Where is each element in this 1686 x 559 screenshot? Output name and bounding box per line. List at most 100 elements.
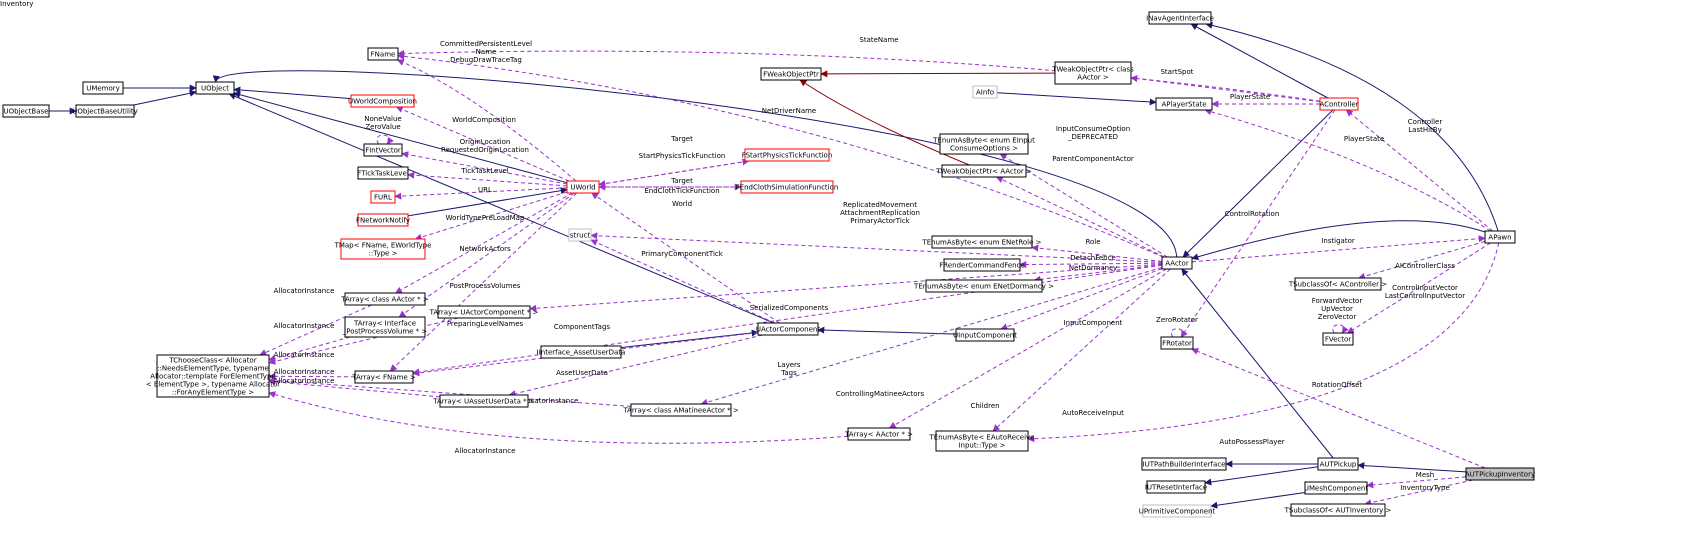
edge-label-line: InputComponent bbox=[1064, 319, 1123, 327]
edge-label: Target bbox=[670, 177, 693, 185]
class-node-IUTPathBuilderInterface[interactable]: IUTPathBuilderInterface bbox=[1141, 457, 1227, 471]
class-node-FRotator[interactable]: FRotator bbox=[1160, 336, 1194, 350]
class-node-FNetworkNotify[interactable]: FNetworkNotify bbox=[356, 213, 410, 227]
class-node-label: IUTPathBuilderInterface bbox=[1143, 461, 1226, 469]
edge-label-line: DetachFence bbox=[1070, 254, 1116, 262]
edge-label-line: AllocatorInstance bbox=[455, 447, 516, 455]
class-node-APawn[interactable]: APawn bbox=[1484, 230, 1516, 244]
class-node-label-line: TWeakObjectPtr< AActor > bbox=[935, 168, 1032, 176]
class-node-box bbox=[354, 370, 414, 384]
class-node-FWeakObjectPtr[interactable]: FWeakObjectPtr bbox=[760, 67, 822, 81]
class-node-TSubclassOfAUTInventory[interactable]: TSubclassOf< AUTInventory > bbox=[1284, 503, 1392, 517]
class-node-label: UInputComponent bbox=[953, 332, 1017, 340]
class-node-FURL[interactable]: FURL bbox=[370, 190, 396, 204]
class-node-label: UObjectBase bbox=[4, 108, 49, 116]
class-node-TEnumNetDormancy[interactable]: TEnumAsByte< enum ENetDormancy > bbox=[913, 279, 1054, 293]
class-node-FEndClothSimulationFunction[interactable]: FEndClothSimulationFunction bbox=[736, 180, 839, 194]
class-node-label-line: UObjectBaseUtility bbox=[72, 108, 138, 116]
class-node-box bbox=[357, 166, 409, 180]
edge-label: StateName bbox=[859, 36, 898, 44]
edge-label-line: ZeroValue bbox=[365, 123, 400, 131]
class-node-label-line: TArray< AActor * > bbox=[844, 431, 913, 439]
class-node-label-line: UMeshComponent bbox=[1304, 485, 1368, 493]
class-node-TChooseClass[interactable]: TChooseClass< Allocator::NeedsElementTyp… bbox=[146, 354, 281, 398]
class-node-UWorldComposition[interactable]: UWorldComposition bbox=[348, 94, 417, 108]
class-node-box bbox=[1141, 457, 1227, 471]
class-node-label-line: TChooseClass< Allocator bbox=[168, 357, 256, 365]
class-node-TArrayClassAActorPtr[interactable]: TArray< class AActor * > bbox=[340, 292, 429, 306]
class-node-struct[interactable]: struct bbox=[568, 228, 592, 242]
class-node-UObjectBase[interactable]: UObjectBase bbox=[2, 104, 50, 118]
class-node-UWorld[interactable]: UWorld bbox=[566, 180, 600, 194]
class-node-TEnumNetRole[interactable]: TEnumAsByte< enum ENetRole > bbox=[921, 235, 1042, 249]
edge-label: ZeroRotator bbox=[1156, 316, 1198, 324]
class-node-UObjectBaseUtility[interactable]: UObjectBaseUtility bbox=[72, 104, 138, 118]
edge-label-line: StateName bbox=[859, 36, 898, 44]
class-node-FName[interactable]: FName bbox=[367, 47, 399, 61]
class-node-FStartPhysicsTickFunction[interactable]: FStartPhysicsTickFunction bbox=[742, 148, 833, 162]
edge-AUTPickupInventory-to-TSubclassOfAUTInventory bbox=[1364, 479, 1474, 507]
edge-label-line: Controller bbox=[1408, 118, 1443, 126]
edge-label: AutoPossessPlayer bbox=[1219, 438, 1284, 446]
edge-label-line: ZeroVector bbox=[1318, 313, 1357, 321]
class-node-label: TChooseClass< Allocator::NeedsElementTyp… bbox=[146, 357, 281, 397]
class-node-UPrimitiveComponent[interactable]: UPrimitiveComponent bbox=[1139, 504, 1216, 518]
class-node-box bbox=[439, 394, 529, 408]
class-node-TMapFName[interactable]: TMap< FName, EWorldType::Type > bbox=[334, 238, 432, 260]
class-node-AUTPickup[interactable]: AUTPickup bbox=[1317, 457, 1359, 471]
class-node-label-line: struct bbox=[570, 232, 591, 240]
class-node-label-line: AActor > bbox=[1077, 74, 1109, 82]
class-node-TArrayAActorPtr[interactable]: TArray< AActor * > bbox=[844, 427, 913, 441]
class-node-label: FRotator bbox=[1162, 340, 1192, 348]
class-node-TSubclassOfAController[interactable]: TSubclassOf< AController > bbox=[1288, 277, 1387, 291]
edge-label-line: LastHitBy bbox=[1408, 126, 1441, 134]
class-node-box bbox=[1465, 467, 1535, 481]
class-node-UActorComponent[interactable]: UActorComponent bbox=[756, 322, 820, 336]
class-node-IUTResetInterface[interactable]: IUTResetInterface bbox=[1145, 480, 1207, 494]
class-node-INavAgentInterface[interactable]: INavAgentInterface bbox=[1146, 11, 1214, 25]
edge-UWorld-to-UWorldComposition bbox=[395, 106, 570, 182]
class-node-AInfo[interactable]: AInfo bbox=[972, 85, 998, 99]
edge-label-line: WorldComposition bbox=[452, 116, 516, 124]
class-node-TWeakObjectPtrAActor[interactable]: TWeakObjectPtr< AActor > bbox=[935, 164, 1032, 178]
class-node-UMeshComponent[interactable]: UMeshComponent bbox=[1304, 481, 1368, 495]
class-node-FRenderCommandFence[interactable]: FRenderCommandFence bbox=[939, 258, 1025, 272]
class-node-box bbox=[1290, 503, 1386, 517]
class-node-AController[interactable]: AController bbox=[1319, 97, 1359, 111]
edge-label-line: CommittedPersistentLevel bbox=[440, 40, 532, 48]
class-node-TArrayClassAMatineeActorPtr[interactable]: TArray< class AMatineeActor * > bbox=[622, 403, 739, 417]
edge-label: NetDormancy bbox=[1069, 264, 1117, 272]
edge-label: StartPhysicsTickFunction bbox=[639, 152, 726, 160]
class-node-AUTPickupInventory[interactable]: AUTPickupInventory bbox=[1465, 467, 1535, 481]
class-node-UInputComponent[interactable]: UInputComponent bbox=[953, 328, 1017, 342]
edge-TArrayClassAActorPtr-to-TChooseClass bbox=[259, 304, 372, 356]
edge-AUTPickup-to-AActor bbox=[1181, 268, 1334, 459]
edge-label: AllocatorInstance bbox=[518, 397, 579, 405]
edge-label-line: _DEPRECATED bbox=[1067, 133, 1118, 141]
class-node-label: TMap< FName, EWorldType::Type > bbox=[334, 242, 432, 258]
class-node-TArrayUActorComponentPtr[interactable]: TArray< UActorComponent * > bbox=[429, 305, 539, 319]
class-node-FTickTaskLevel[interactable]: FTickTaskLevel bbox=[357, 166, 409, 180]
edge-UObjectBaseUtility-to-UObject bbox=[133, 89, 197, 106]
class-node-UObject[interactable]: UObject bbox=[195, 81, 235, 95]
class-node-label-line: TEnumAsByte< EAutoReceive bbox=[929, 434, 1035, 442]
class-node-AActor[interactable]: AActor bbox=[1161, 256, 1193, 270]
class-node-box bbox=[1484, 230, 1516, 244]
edge-label: ControllingMatineeActors bbox=[836, 390, 925, 398]
class-node-label: FWeakObjectPtr bbox=[763, 71, 819, 79]
class-node-TArrayFName[interactable]: TArray< FName > bbox=[351, 370, 416, 384]
class-node-TArrayInterfacePostProcess[interactable]: TArray< Interface_PostProcessVolume * > bbox=[342, 316, 428, 338]
class-node-TArrayUAssetUserDataPtr[interactable]: TArray< UAssetUserData * > bbox=[432, 394, 535, 408]
class-node-APlayerState[interactable]: APlayerState bbox=[1155, 97, 1213, 111]
class-node-FIntVector[interactable]: FIntVector bbox=[363, 143, 403, 157]
class-node-FVector[interactable]: FVector bbox=[1322, 332, 1354, 346]
class-node-label-line: TSubclassOf< AController > bbox=[1288, 281, 1387, 289]
class-node-label-line: FEndClothSimulationFunction bbox=[736, 184, 839, 192]
edge-UWorld-to-FStartPhysicsTickFunction bbox=[598, 158, 750, 185]
class-node-IInterfaceAssetUserData[interactable]: IInterface_AssetUserData bbox=[537, 345, 626, 359]
class-node-UMemory[interactable]: UMemory bbox=[82, 81, 124, 95]
class-node-label: FStartPhysicsTickFunction bbox=[742, 152, 833, 160]
